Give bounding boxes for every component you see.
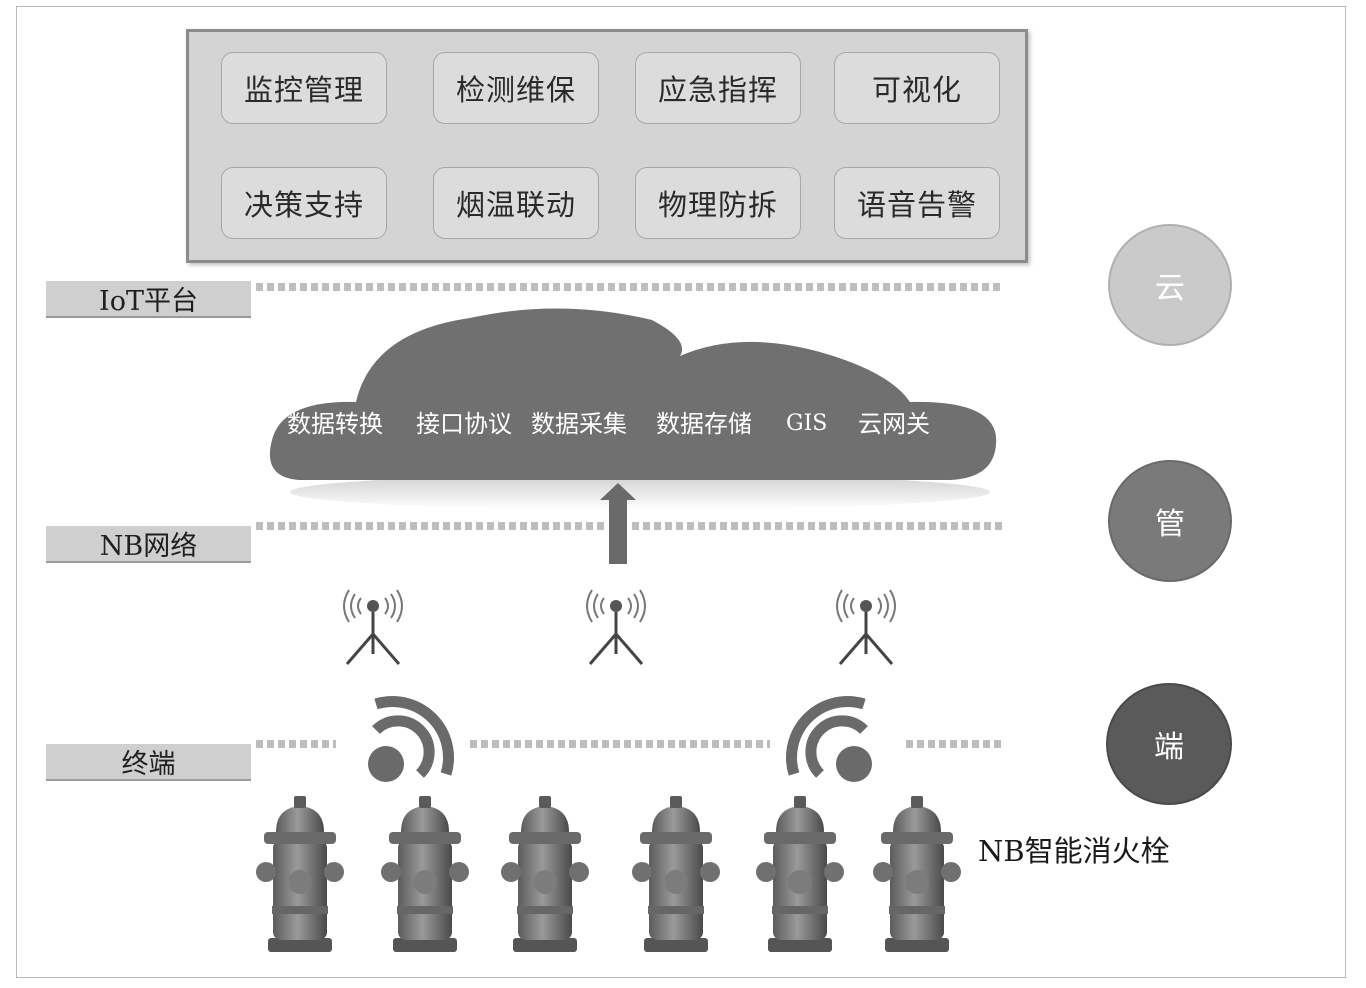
app-decision: 决策支持 (221, 167, 387, 239)
app-anti-tamper: 物理防拆 (635, 167, 801, 239)
signal-left (368, 696, 454, 782)
product-label: NB智能消火栓 (978, 834, 1170, 868)
antenna-1 (342, 588, 404, 666)
cloud-service-data-storage: 数据存储 (656, 410, 752, 438)
hydrant-4 (632, 796, 720, 952)
app-smoke-temp: 烟温联动 (433, 167, 599, 239)
cloud-service-interface-protocol: 接口协议 (416, 410, 512, 438)
divider-network-right (632, 522, 1004, 530)
hydrant-2 (381, 796, 469, 952)
signal-right (786, 696, 872, 782)
hydrant-1 (256, 796, 344, 952)
app-emergency: 应急指挥 (635, 52, 801, 124)
app-inspection: 检测维保 (433, 52, 599, 124)
cloud-shadow (290, 474, 990, 510)
cloud-service-data-collection: 数据采集 (531, 410, 627, 438)
cloud-service-gis: GIS (786, 411, 827, 436)
divider-terminal-right (906, 740, 1004, 748)
hydrant-3 (501, 796, 589, 952)
layer-label-platform: IoT平台 (46, 281, 251, 318)
tier-circle-cloud: 云 (1108, 224, 1232, 346)
app-visualization: 可视化 (834, 52, 1000, 124)
cloud-shape (269, 308, 997, 480)
cloud-service-cloud-gateway: 云网关 (858, 410, 930, 438)
app-voice-alarm: 语音告警 (834, 167, 1000, 239)
layer-label-network: NB网络 (46, 526, 251, 563)
app-monitoring: 监控管理 (221, 52, 387, 124)
cloud-service-data-conversion: 数据转换 (287, 410, 383, 438)
application-panel: 监控管理 检测维保 应急指挥 可视化 决策支持 烟温联动 物理防拆 语音告警 (186, 29, 1028, 263)
divider-network-left (256, 522, 606, 530)
tier-circle-end: 端 (1106, 683, 1232, 805)
hydrant-6 (873, 796, 961, 952)
divider-terminal-mid (470, 740, 770, 748)
tier-circle-pipe: 管 (1108, 460, 1232, 582)
divider-platform (256, 283, 1004, 291)
antenna-3 (835, 588, 897, 666)
divider-terminal-left (256, 740, 336, 748)
uplink-arrow (600, 483, 636, 564)
diagram-frame (16, 6, 1346, 978)
layer-label-terminal: 终端 (46, 744, 251, 781)
antenna-2 (585, 588, 647, 666)
hydrant-5 (756, 796, 844, 952)
